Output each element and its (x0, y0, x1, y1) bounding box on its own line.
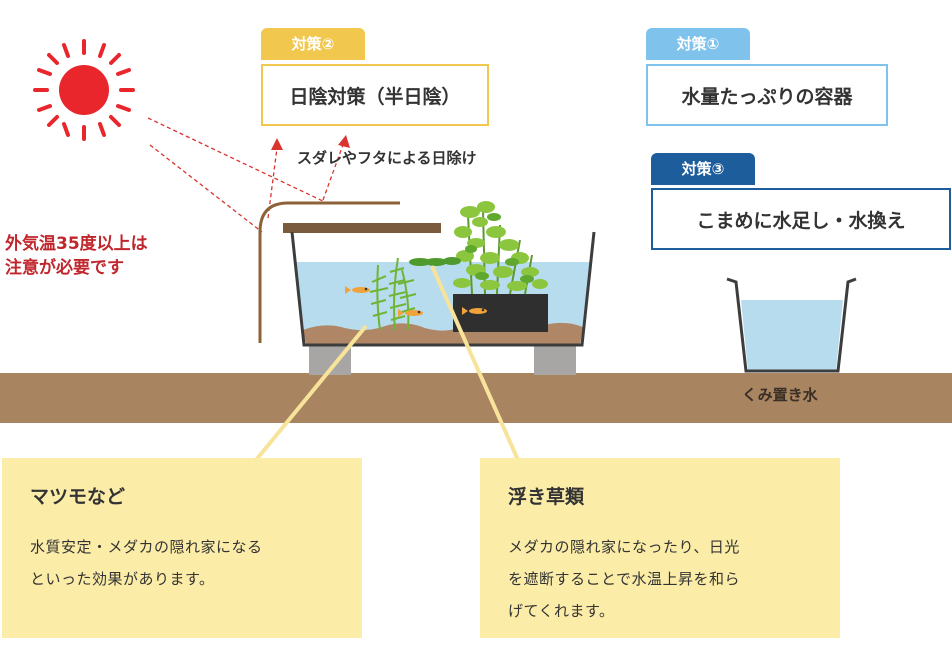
medaka-fish-icon (345, 286, 370, 294)
matsumo-callout-line: 水質安定・メダカの隠れ家になる (30, 538, 263, 556)
heat-warning: 外気温35度以上は 注意が必要です (5, 232, 148, 280)
potted-plant-leaves-dark (465, 213, 534, 283)
matsumo-callout: マツモなど 水質安定・メダカの隠れ家になる といった効果があります。 (2, 458, 362, 638)
ground (0, 373, 952, 423)
floating-plant-callout-title: 浮き草類 (508, 486, 585, 508)
water-change-measure-box: こまめに水足し・水換え (651, 188, 951, 250)
medaka-fish-icon (462, 307, 487, 315)
heat-warning-line2: 注意が必要です (5, 258, 124, 278)
floating-plant-callout-line: を遮断することで水温上昇を和ら (508, 570, 741, 588)
matsumo-callout-line: といった効果があります。 (30, 570, 215, 588)
shade-measure-box: 日陰対策（半日陰） (261, 64, 489, 126)
floating-plant-callout-line: メダカの隠れ家になったり、日光 (508, 538, 740, 556)
floating-plant-callout: 浮き草類 メダカの隠れ家になったり、日光 を遮断することで水温上昇を和ら げてく… (480, 458, 840, 638)
sun-icon (33, 39, 135, 141)
water-change-measure-tag: 対策③ (651, 153, 755, 185)
matsumo-plant-icon (369, 257, 417, 331)
container-sand (303, 322, 583, 345)
lid-cover (283, 223, 441, 233)
medaka-fish-icon (398, 309, 423, 317)
bucket-label: くみ置き水 (742, 386, 818, 404)
water-volume-measure-tag: 対策① (646, 28, 750, 60)
arrow-head (271, 138, 283, 150)
leader-line-matsumo (254, 324, 368, 462)
matsumo-callout-title: マツモなど (30, 486, 126, 508)
arrow-head (338, 135, 350, 148)
floating-plant-callout-body: メダカの隠れ家になったり、日光 を遮断することで水温上昇を和ら げてくれます。 (508, 531, 812, 627)
plant-pot (453, 294, 548, 332)
reflected-rays (267, 141, 345, 219)
potted-plant-leaves (453, 201, 548, 291)
matsumo-callout-body: 水質安定・メダカの隠れ家になる といった効果があります。 (30, 531, 334, 595)
container-wall (290, 231, 596, 347)
floating-plant-callout-line: げてくれます。 (508, 602, 615, 620)
stand-block (534, 345, 576, 375)
floating-plant-icon (409, 257, 461, 266)
leader-line-floating (430, 265, 520, 461)
bucket-icon (726, 277, 857, 373)
sun-rays (147, 117, 328, 233)
shade-measure-label: 日陰対策（半日陰） (289, 85, 461, 108)
heat-warning-line1: 外気温35度以上は (5, 234, 148, 254)
sunshade-note: スダレやフタによる日除け (297, 149, 477, 167)
sudare-screen (258, 201, 400, 343)
water-volume-measure-label: 水量たっぷりの容器 (681, 85, 853, 108)
shade-measure-tag: 対策② (261, 28, 365, 60)
water-change-measure-label: こまめに水足し・水換え (696, 209, 906, 232)
water-volume-measure-box: 水量たっぷりの容器 (646, 64, 888, 126)
